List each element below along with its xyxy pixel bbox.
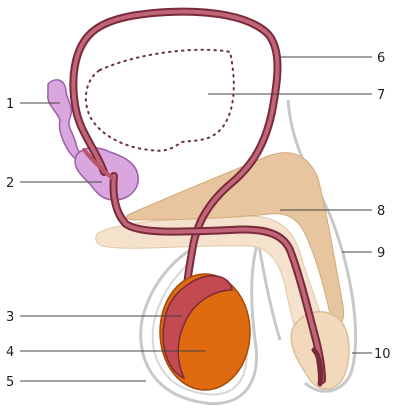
scrotum-inner-outline (151, 261, 248, 396)
label-8: 8 (377, 204, 385, 219)
label-7: 7 (377, 88, 385, 103)
ejaculatory-duct (82, 148, 114, 180)
vas-deferens (69, 7, 282, 306)
label-10: 10 (374, 347, 391, 362)
leader-lines (20, 56, 372, 382)
label-2: 2 (6, 176, 14, 191)
bladder-outline (84, 48, 235, 152)
label-4: 4 (6, 345, 14, 360)
urethra (109, 172, 326, 384)
epididymis (162, 275, 233, 380)
label-1: 1 (6, 97, 14, 112)
label-3: 3 (6, 310, 14, 325)
label-9: 9 (377, 246, 385, 261)
urethral-opening (311, 347, 324, 387)
scrotum-outline (139, 235, 262, 406)
label-5: 5 (6, 375, 14, 390)
label-6: 6 (377, 51, 385, 66)
